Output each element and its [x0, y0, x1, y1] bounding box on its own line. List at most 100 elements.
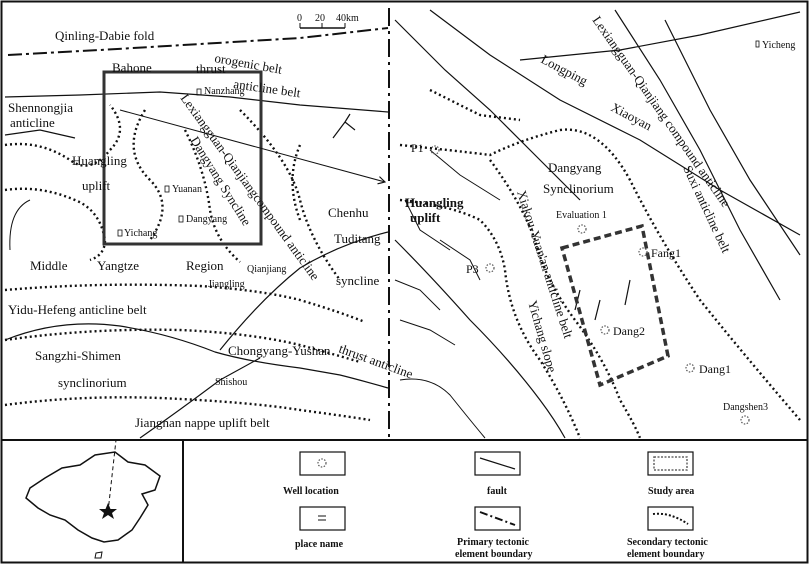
label-yangtze: Yangtze — [97, 258, 139, 273]
place-yuanan: Yuanan — [172, 184, 202, 195]
legend-primary-label-2: element boundary — [455, 549, 533, 560]
location-star-icon — [99, 503, 117, 519]
fault-r14 — [594, 299, 601, 321]
legend-fault: fault — [474, 451, 521, 497]
well-label-dangshen3: Dangshen3 — [723, 402, 768, 413]
left-panel: 0 20 40km Qinling-Dabie fold orogenic be… — [4, 13, 415, 439]
fault-r3 — [519, 11, 801, 61]
well-label-dang1: Dang1 — [699, 362, 731, 376]
label-qinling-dabie: Qinling-Dabie fold — [55, 28, 155, 43]
study-area-box-left — [102, 70, 263, 246]
label-synclinorium-left: synclinorium — [58, 375, 127, 390]
legend-fault-label: fault — [487, 486, 508, 497]
place-dangyang: Dangyang — [186, 214, 227, 225]
fault-r4 — [614, 9, 781, 301]
place-jiangling: Jiangling — [208, 279, 245, 290]
boundary-r4 — [429, 88, 521, 122]
place-marker-yuanan — [164, 185, 170, 193]
place-nanzhang: Nanzhang — [204, 86, 245, 97]
boundary-r3 — [489, 159, 642, 439]
fault-minor — [9, 199, 31, 251]
fault-r15 — [624, 279, 631, 306]
boundary-huangling-south — [4, 187, 107, 262]
legend-primary-label-1: Primary tectonic — [457, 537, 529, 548]
label-tuditang: Tuditang — [334, 231, 381, 246]
fault-r10 — [399, 319, 456, 346]
fault-south — [4, 323, 389, 389]
well-dang2 — [600, 325, 610, 335]
fault-r2 — [429, 9, 801, 236]
scale-bar: 0 20 40km — [297, 13, 359, 29]
place-marker-yicheng — [755, 40, 760, 48]
scale-tick-20: 20 — [315, 13, 325, 24]
label-bahone: Bahone — [112, 60, 152, 75]
legend-well-symbol — [317, 458, 327, 468]
label-region: Region — [186, 258, 224, 273]
well-dang1 — [685, 363, 695, 373]
fault-mid — [219, 231, 389, 351]
china-inset — [25, 439, 161, 559]
well-dangshen3 — [740, 415, 750, 425]
label-huangling-left: Huangling — [72, 153, 127, 168]
fault-north — [4, 91, 389, 113]
well-fang1 — [638, 247, 648, 257]
fault-r9 — [394, 279, 441, 311]
study-area-box-right — [559, 223, 670, 388]
fault-southwest — [139, 357, 261, 439]
legend: Well location fault Study area place nam… — [283, 451, 708, 560]
boundary-jiangnan — [4, 396, 371, 422]
label-dangyang-right: Dangyang — [548, 160, 602, 175]
legend-secondary-label-2: element boundary — [627, 549, 705, 560]
place-marker-dangyang — [178, 215, 184, 223]
label-chongyang-yushan: Chongyang-Yushan — [228, 343, 331, 358]
label-syncline-mid: syncline — [336, 273, 380, 288]
label-middle: Middle — [30, 258, 68, 273]
place-marker-nanzhang — [196, 88, 202, 96]
legend-well-label: Well location — [283, 486, 339, 497]
well-p1 — [430, 145, 440, 155]
fault-r5 — [664, 19, 801, 256]
label-longping: Longping — [539, 51, 591, 88]
fault-r7 — [404, 199, 451, 251]
fault-r12 — [429, 149, 501, 201]
label-uplift-left: uplift — [82, 178, 111, 193]
label-chenhu: Chenhu — [328, 205, 369, 220]
label-anticline-left: anticline — [10, 115, 55, 130]
hainan-outline — [94, 551, 103, 559]
fault-r11 — [399, 378, 486, 439]
well-label-dang2: Dang2 — [613, 324, 645, 338]
boundary-chenhu — [291, 144, 302, 221]
place-shishou: Shishou — [215, 377, 247, 388]
boundary-r2 — [399, 198, 582, 439]
legend-secondary-label-1: Secondary tectonic — [627, 537, 708, 548]
label-huangling-right: Huangling — [405, 195, 464, 210]
well-label-p3: P3 — [466, 262, 479, 276]
boundary-r1 — [399, 128, 801, 421]
label-shennongjia: Shennongjia — [8, 100, 73, 115]
label-thrust-top: thrust — [196, 61, 226, 76]
scale-tick-40km: 40km — [336, 13, 359, 24]
place-qianjiang: Qianjiang — [247, 264, 286, 275]
place-yicheng: Yicheng — [762, 40, 795, 51]
boundary-yuanan — [132, 109, 164, 241]
legend-primary-boundary: Primary tectonic element boundary — [455, 506, 533, 560]
legend-place-label: place name — [295, 539, 344, 550]
inset-pointer — [107, 439, 117, 513]
place-marker-yichang — [117, 229, 123, 237]
place-yichang: Yichang — [124, 228, 157, 239]
label-jiangnan: Jiangnan nappe uplift belt — [135, 415, 270, 430]
legend-study-area: Study area — [647, 451, 694, 497]
label-yidu-hefeng: Yidu-Hefeng anticline belt — [8, 302, 147, 317]
label-sangzhi-shimen: Sangzhi-Shimen — [35, 348, 121, 363]
well-label-p1: P1 — [411, 141, 424, 155]
legend-secondary-symbol — [652, 512, 689, 525]
legend-well-location: Well location — [283, 451, 346, 497]
north-arrow — [332, 113, 356, 139]
primary-boundary-top — [7, 27, 389, 56]
legend-primary-symbol — [479, 511, 516, 526]
fault-west — [4, 129, 76, 139]
fault-r6 — [394, 239, 566, 439]
legend-fault-symbol — [479, 457, 516, 470]
boundary-sangzhi — [4, 328, 361, 364]
